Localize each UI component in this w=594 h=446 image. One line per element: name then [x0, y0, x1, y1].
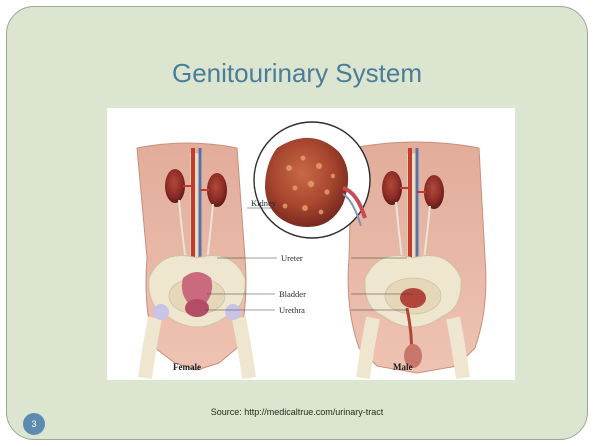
label-male: Male [393, 362, 413, 372]
female-left-kidney [165, 169, 185, 203]
source-caption: Source: http://medicaltrue.com/urinary-t… [0, 407, 594, 417]
male-left-kidney [382, 171, 402, 205]
label-female: Female [173, 362, 201, 372]
kidney-magnifier [254, 122, 370, 238]
label-urethra: Urethra [279, 305, 305, 315]
female-figure [137, 143, 249, 378]
genitourinary-illustration: Kidney Ureter Bladder Urethra Female Mal… [107, 108, 515, 380]
label-kidney: Kidney [251, 198, 277, 208]
male-right-kidney [424, 175, 444, 209]
label-ureter: Ureter [281, 253, 303, 263]
page-number-badge: 3 [23, 413, 45, 435]
slide-title: Genitourinary System [0, 58, 594, 89]
label-bladder: Bladder [279, 289, 306, 299]
female-right-kidney [207, 173, 227, 207]
